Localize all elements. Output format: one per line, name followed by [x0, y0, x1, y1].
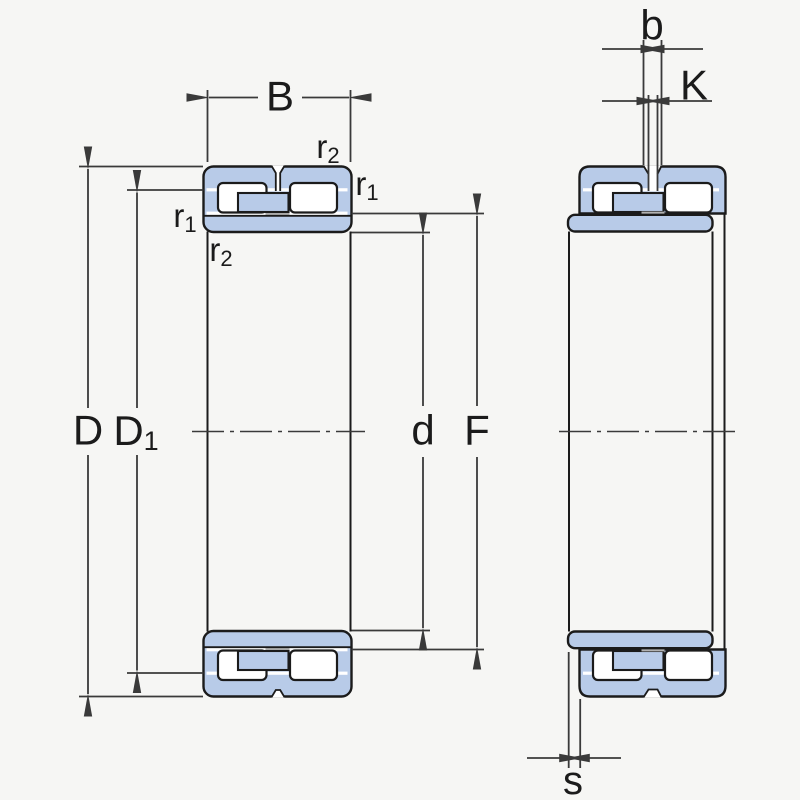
- lubrication-groove-edges: [270, 165, 286, 191]
- dimension-s: s: [527, 652, 621, 800]
- cage-section: [611, 649, 665, 672]
- left-view-cross-section: [192, 165, 365, 698]
- dim-label-r2-top: r2: [316, 128, 339, 168]
- dimension-F: F: [351, 193, 490, 670]
- cage-shadow: [641, 211, 665, 216]
- dim-label-F: F: [464, 407, 490, 454]
- dim-label-B: B: [266, 73, 294, 120]
- right-view-lower-section: [566, 630, 727, 698]
- lubrication-groove-cut: [271, 165, 285, 192]
- left-view-upper-section: [202, 165, 353, 234]
- roller-right: [288, 649, 339, 682]
- lubrication-groove-edges: [642, 688, 663, 698]
- dim-label-D: D: [73, 407, 103, 454]
- lubrication-groove-edges: [270, 689, 286, 698]
- inner-ring-section-displaced: [566, 630, 714, 650]
- right-view-upper-section: [566, 165, 727, 233]
- roller-right: [663, 181, 714, 214]
- roller-right: [663, 649, 714, 682]
- dimension-d: d: [351, 212, 435, 651]
- dim-label-r2-bottom: r2: [209, 231, 232, 271]
- dim-label-D1: D1: [113, 407, 158, 457]
- dim-label-s: s: [563, 759, 583, 800]
- dimension-D1: D1: [113, 170, 204, 693]
- left-view-lower-section: [202, 629, 353, 698]
- dimension-D: D: [73, 146, 203, 717]
- inner-ring-section-displaced: [566, 213, 714, 233]
- cage-shadow: [641, 647, 665, 652]
- cage-shadow: [265, 647, 290, 652]
- cage-section: [236, 649, 290, 672]
- chamfer-labels: r2 r1 r1 r2: [173, 128, 378, 271]
- dim-label-r1-left: r1: [173, 197, 196, 237]
- cage-shadow: [265, 211, 290, 216]
- dimension-B: B: [186, 73, 372, 162]
- cage-section: [611, 191, 665, 214]
- raceway-gap: [583, 671, 719, 675]
- roller-right: [288, 181, 339, 214]
- dim-label-d: d: [411, 407, 434, 454]
- cage-section: [236, 191, 290, 214]
- dim-label-K: K: [680, 62, 708, 109]
- right-view-cross-section: [559, 165, 736, 698]
- raceway-gap: [206, 671, 348, 675]
- dim-label-r1-right: r1: [355, 165, 378, 205]
- dimension-K: K: [602, 62, 712, 191]
- dim-label-b: b: [640, 2, 663, 49]
